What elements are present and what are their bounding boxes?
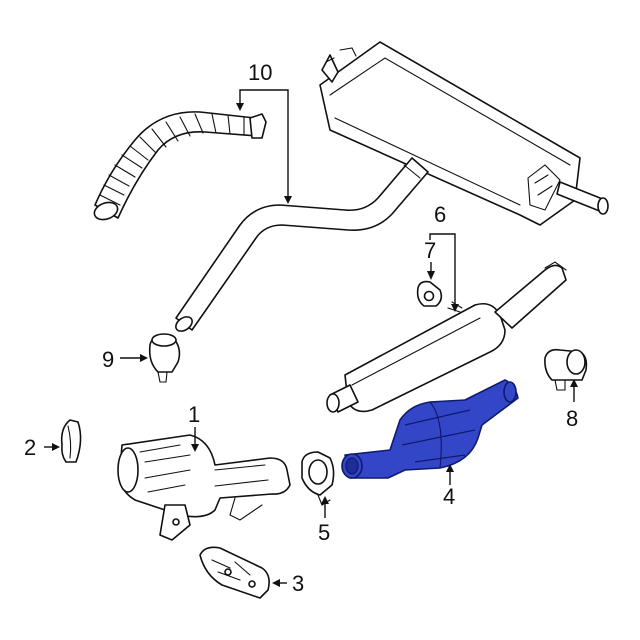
callout-6: 6 — [434, 202, 446, 227]
gasket-ring — [60, 419, 82, 463]
resonator — [326, 261, 567, 413]
flex-pipe — [93, 111, 267, 221]
callout-10: 10 — [248, 60, 272, 85]
rear-muffler — [319, 41, 609, 226]
callout-1: 1 — [188, 402, 200, 427]
front-pipe-converter — [341, 379, 519, 479]
callout-2: 2 — [24, 435, 36, 460]
callout-4: 4 — [443, 484, 455, 509]
flange-gasket — [301, 451, 335, 506]
heat-shield — [199, 546, 270, 599]
callout-labels: 10 6 7 9 8 2 1 5 4 3 — [24, 60, 578, 596]
leader-lines — [44, 89, 578, 587]
callout-7: 7 — [424, 238, 436, 263]
callout-8: 8 — [566, 406, 578, 431]
intermediate-pipe — [175, 157, 429, 332]
callout-3: 3 — [292, 571, 304, 596]
hanger-insulator — [416, 280, 443, 307]
pipe-clamp-8 — [544, 348, 588, 391]
pipe-clamp-9 — [148, 333, 181, 383]
callout-9: 9 — [102, 347, 114, 372]
callout-5: 5 — [318, 520, 330, 545]
catalytic-converter — [117, 434, 291, 541]
